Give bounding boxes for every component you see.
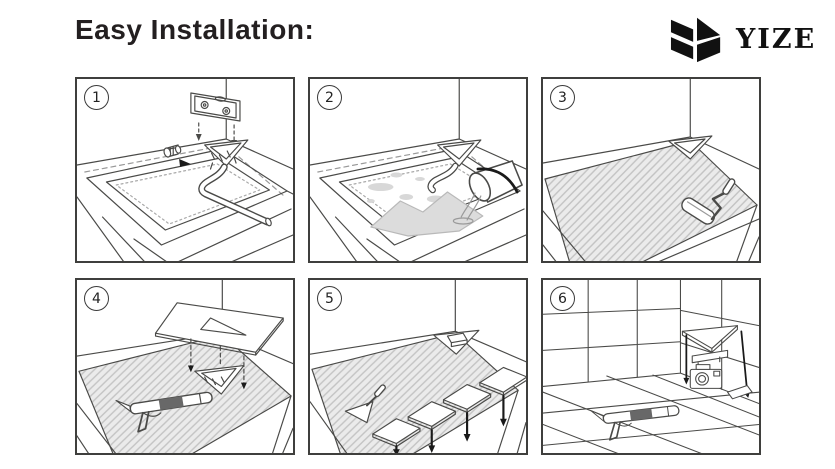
step-3-illustration-apply-waterproofing: [543, 79, 759, 261]
step-panel-4: 4: [75, 278, 295, 455]
step-number-badge: 3: [550, 85, 575, 110]
step-5-illustration-lay-tiles: [310, 280, 526, 453]
brand-logo-text: YIZE: [736, 23, 817, 55]
step-panel-6: 6: [541, 278, 761, 455]
brand-logo: YIZE: [668, 12, 816, 66]
step-number-badge: 5: [317, 286, 342, 311]
step-panel-2: 2: [308, 77, 528, 263]
step-number-badge: 1: [84, 85, 109, 110]
step-2-illustration-pour-mortar: [310, 79, 526, 261]
step-panel-5: 5: [308, 278, 528, 455]
step-panel-3: 3: [541, 77, 761, 263]
step-number-badge: 4: [84, 286, 109, 311]
installation-steps-grid: 1: [75, 77, 761, 455]
step-number-badge: 6: [550, 286, 575, 311]
step-1-illustration-mount-bracket: [77, 79, 293, 261]
step-panel-1: 1: [75, 77, 295, 263]
page-title: Easy Installation:: [75, 14, 315, 45]
yize-logo-mark-icon: [670, 17, 721, 63]
step-4-illustration-fit-cover-plate: [77, 280, 293, 453]
step-number-badge: 2: [317, 85, 342, 110]
step-6-illustration-install-drain-cover: [543, 280, 759, 453]
